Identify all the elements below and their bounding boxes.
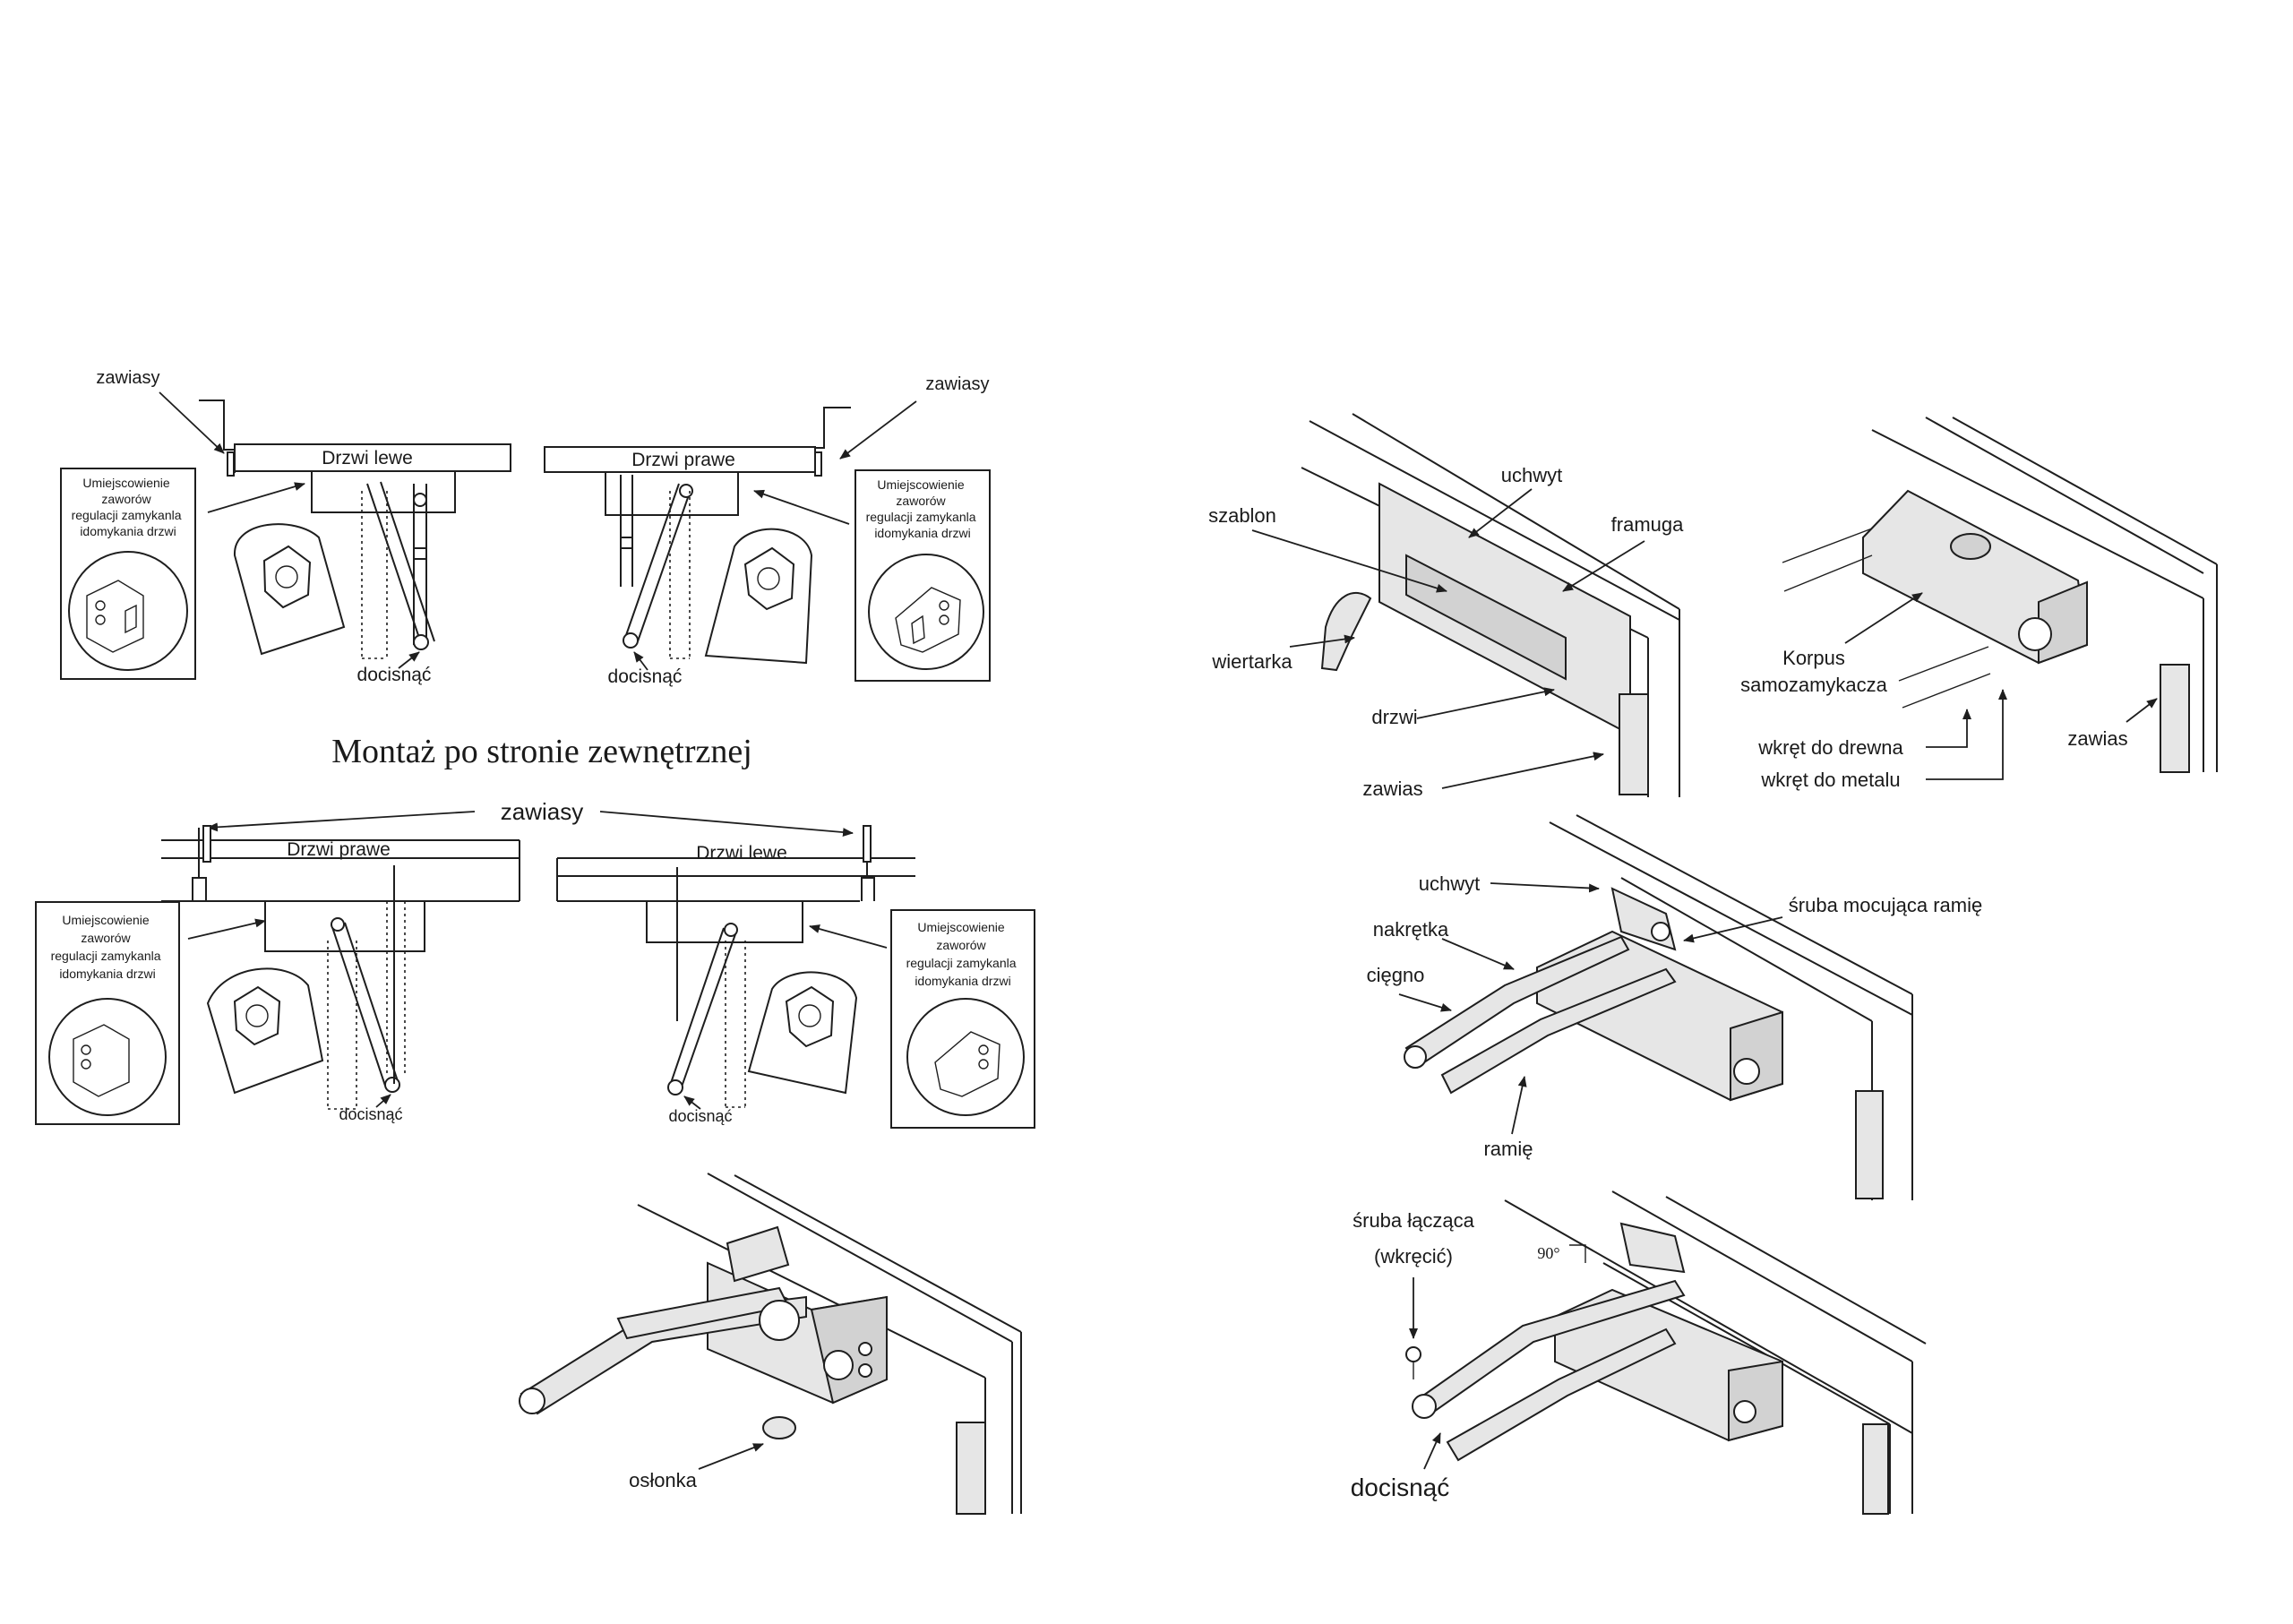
door-label: drzwi xyxy=(1371,706,1417,728)
closer-end-detail xyxy=(704,528,813,665)
diagram-top-right: Drzwi prawe zawiasy Umiejscowienie zawor… xyxy=(544,374,991,687)
cover-cap xyxy=(762,1416,796,1439)
diagram-outside-left: zawiasy Drzwi prawe Umiejscowienie zawor… xyxy=(35,798,854,1125)
arm xyxy=(1446,1328,1677,1462)
metal-screw-label: wkręt do metalu xyxy=(1760,769,1900,791)
hinge xyxy=(202,825,211,863)
hinge xyxy=(814,451,822,477)
diagram-top-left: Drzwi lewe zawiasy Umiejscowienie zaworó… xyxy=(60,368,511,685)
diagram-body-step: Korpus samozamykacza wkręt do drewna wkr… xyxy=(1740,417,2218,791)
valve-detail-circle xyxy=(906,998,1025,1116)
section-title: Montaż po stronie zewnętrznej xyxy=(331,733,752,770)
closer-body xyxy=(646,901,803,943)
valve-note: Umiejscowienie zaworów regulacji zamykan… xyxy=(866,477,980,540)
frame-label: framuga xyxy=(1611,513,1684,536)
hinges-label: zawiasy xyxy=(501,798,583,825)
handle-label: uchwyt xyxy=(1501,464,1562,486)
template-label: szablon xyxy=(1208,504,1276,527)
diagram-cover-step: osłonka xyxy=(519,1173,1022,1515)
door-label: Drzwi prawe xyxy=(287,839,391,860)
valve-detail-circle xyxy=(48,998,167,1116)
press-label: docisnąć xyxy=(357,665,432,685)
diagram-outside-right: Drzwi lewe Umiejscowienie zaworów regula… xyxy=(556,825,1035,1129)
diagram-connect-step: śruba łącząca (wkręcić) 90° docisnąć xyxy=(1351,1190,1927,1515)
wood-screw-label: wkręt do drewna xyxy=(1757,736,1903,759)
door-label: Drzwi lewe xyxy=(696,843,787,864)
screw-label-line1: śruba łącząca xyxy=(1353,1209,1475,1232)
screw-label-line2: (wkręcić) xyxy=(1374,1245,1453,1267)
drill-label: wiertarka xyxy=(1211,650,1292,673)
press-label: docisnąć xyxy=(1351,1474,1450,1501)
rod-label: cięgno xyxy=(1367,964,1425,986)
valve-detail-circle xyxy=(868,554,984,670)
hinge xyxy=(863,825,872,863)
hinge xyxy=(1619,693,1649,795)
angle-label: 90° xyxy=(1537,1244,1559,1262)
nut-label: nakrętka xyxy=(1373,918,1449,941)
hinge xyxy=(1862,1423,1889,1515)
door-leaf xyxy=(544,446,816,473)
hinge xyxy=(956,1422,986,1515)
drill xyxy=(1320,591,1372,672)
closer-end-detail xyxy=(747,971,858,1095)
valve-note: Umiejscowienie zaworów regulacji zamykan… xyxy=(51,913,165,981)
arm-screw-label: śruba mocująca ramię xyxy=(1789,894,1982,916)
hinge xyxy=(1855,1090,1884,1199)
arm xyxy=(1440,967,1677,1095)
hinges-label: zawiasy xyxy=(925,374,989,394)
valve-detail-circle xyxy=(68,551,188,671)
hinge-label: zawias xyxy=(1362,778,1422,800)
arm-label: ramię xyxy=(1483,1138,1533,1160)
press-label: docisnąć xyxy=(608,666,683,687)
closer-body xyxy=(264,901,425,952)
diagram-template-step: uchwyt szablon framuga wiertarka drzwi z… xyxy=(1208,413,1684,800)
hinge xyxy=(2160,664,2190,773)
valve-note: Umiejscowienie zaworów regulacji zamykan… xyxy=(72,476,185,538)
closer-end-detail xyxy=(233,523,346,656)
door-label: Drzwi prawe xyxy=(631,450,735,470)
hinge xyxy=(227,451,235,477)
cover-label: osłonka xyxy=(629,1469,698,1491)
handle-label: uchwyt xyxy=(1419,872,1480,895)
hinges-label: zawiasy xyxy=(96,368,159,388)
press-label: docisnąć xyxy=(339,1105,402,1123)
valve-note: Umiejscowienie zaworów regulacji zamykan… xyxy=(906,920,1020,988)
diagram-arm-step: uchwyt śruba mocująca ramię nakrętka cię… xyxy=(1367,814,1982,1200)
body-label-line2: samozamykacza xyxy=(1740,674,1888,696)
closer-body xyxy=(605,471,739,516)
hinge-label: zawias xyxy=(2067,727,2127,750)
press-label: docisnąć xyxy=(668,1107,732,1125)
closer-end-detail xyxy=(206,967,324,1095)
body-label-line1: Korpus xyxy=(1782,647,1845,669)
door-label: Drzwi lewe xyxy=(322,448,413,468)
